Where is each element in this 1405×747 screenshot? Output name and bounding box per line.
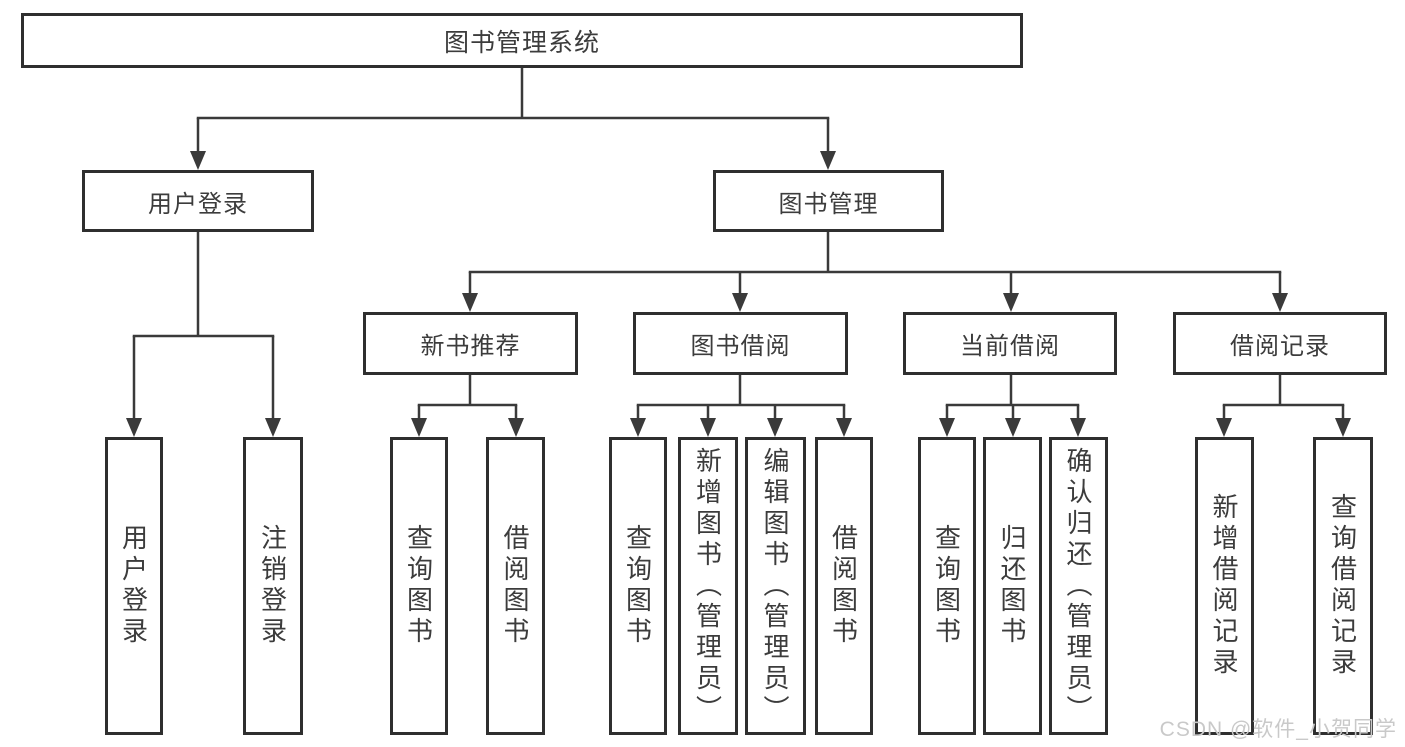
leaf-label: 借阅图书 xyxy=(828,524,859,648)
node-borrowing-records: 借阅记录 xyxy=(1173,312,1387,375)
arrowhead-icon xyxy=(836,418,852,437)
arrowhead-icon xyxy=(265,418,281,437)
node-label: 图书管理 xyxy=(778,190,879,218)
leaf-return-books: 归还图书 xyxy=(983,437,1042,735)
node-label: 当前借阅 xyxy=(960,333,1060,360)
arrowhead-icon xyxy=(1272,293,1288,312)
arrowhead-icon xyxy=(1216,418,1232,437)
leaf-search-books-current: 查询图书 xyxy=(918,437,976,735)
leaf-borrow-books-borrowing: 借阅图书 xyxy=(815,437,873,735)
leaf-confirm-return-admin: 确认归还（管理员） xyxy=(1049,437,1108,735)
arrowhead-icon xyxy=(1005,418,1021,437)
arrowhead-icon xyxy=(939,418,955,437)
leaf-label: 借阅图书 xyxy=(500,524,530,648)
leaf-edit-books-admin: 编辑图书（管理员） xyxy=(745,437,806,735)
arrowhead-icon xyxy=(126,418,142,437)
leaf-search-books-borrowing: 查询图书 xyxy=(609,437,667,735)
node-label: 新书推荐 xyxy=(420,333,521,360)
arrowhead-icon xyxy=(732,293,748,312)
arrowhead-icon xyxy=(767,418,783,437)
leaf-label: 编辑图书（管理员） xyxy=(760,446,790,726)
leaf-label: 注销登录 xyxy=(257,524,288,648)
leaf-label: 查询图书 xyxy=(931,524,962,648)
arrowhead-icon xyxy=(508,418,524,437)
arrowhead-icon xyxy=(1070,418,1086,437)
node-book-borrowing: 图书借阅 xyxy=(633,312,848,375)
leaf-label: 新增借阅记录 xyxy=(1209,493,1239,679)
leaf-label: 查询图书 xyxy=(403,524,434,648)
leaf-search-books-recommend: 查询图书 xyxy=(390,437,448,735)
node-new-book-recommend: 新书推荐 xyxy=(363,312,578,375)
node-label: 图书管理系统 xyxy=(443,28,600,57)
leaf-search-borrow-record: 查询借阅记录 xyxy=(1313,437,1373,735)
arrowhead-icon xyxy=(630,418,646,437)
node-current-borrowing: 当前借阅 xyxy=(903,312,1117,375)
node-label: 借阅记录 xyxy=(1230,333,1330,360)
leaf-label: 确认归还（管理员） xyxy=(1063,446,1093,726)
leaf-label: 新增图书（管理员） xyxy=(692,446,723,726)
node-book-management: 图书管理 xyxy=(713,170,944,232)
leaf-add-books-admin: 新增图书（管理员） xyxy=(678,437,738,735)
node-label: 用户登录 xyxy=(148,190,248,218)
leaf-user-login: 用户登录 xyxy=(105,437,163,735)
arrowhead-icon xyxy=(700,418,716,437)
node-user-login: 用户登录 xyxy=(82,170,314,232)
leaf-label: 归还图书 xyxy=(997,524,1027,648)
node-label: 图书借阅 xyxy=(690,333,791,360)
leaf-label: 查询图书 xyxy=(622,524,653,648)
arrowhead-icon xyxy=(462,293,478,312)
arrowhead-icon xyxy=(1003,293,1019,312)
leaf-logout-login: 注销登录 xyxy=(243,437,303,735)
arrowhead-icon xyxy=(411,418,427,437)
node-library-management-system: 图书管理系统 xyxy=(21,13,1023,68)
leaf-label: 用户登录 xyxy=(118,524,149,648)
leaf-add-borrow-record: 新增借阅记录 xyxy=(1195,437,1254,735)
leaf-borrow-books-recommend: 借阅图书 xyxy=(486,437,545,735)
watermark: CSDN @软件_小贺同学 xyxy=(1159,718,1397,741)
leaf-label: 查询借阅记录 xyxy=(1327,493,1358,679)
arrowhead-icon xyxy=(1335,418,1351,437)
arrowhead-icon xyxy=(190,151,206,170)
arrowhead-icon xyxy=(820,151,836,170)
